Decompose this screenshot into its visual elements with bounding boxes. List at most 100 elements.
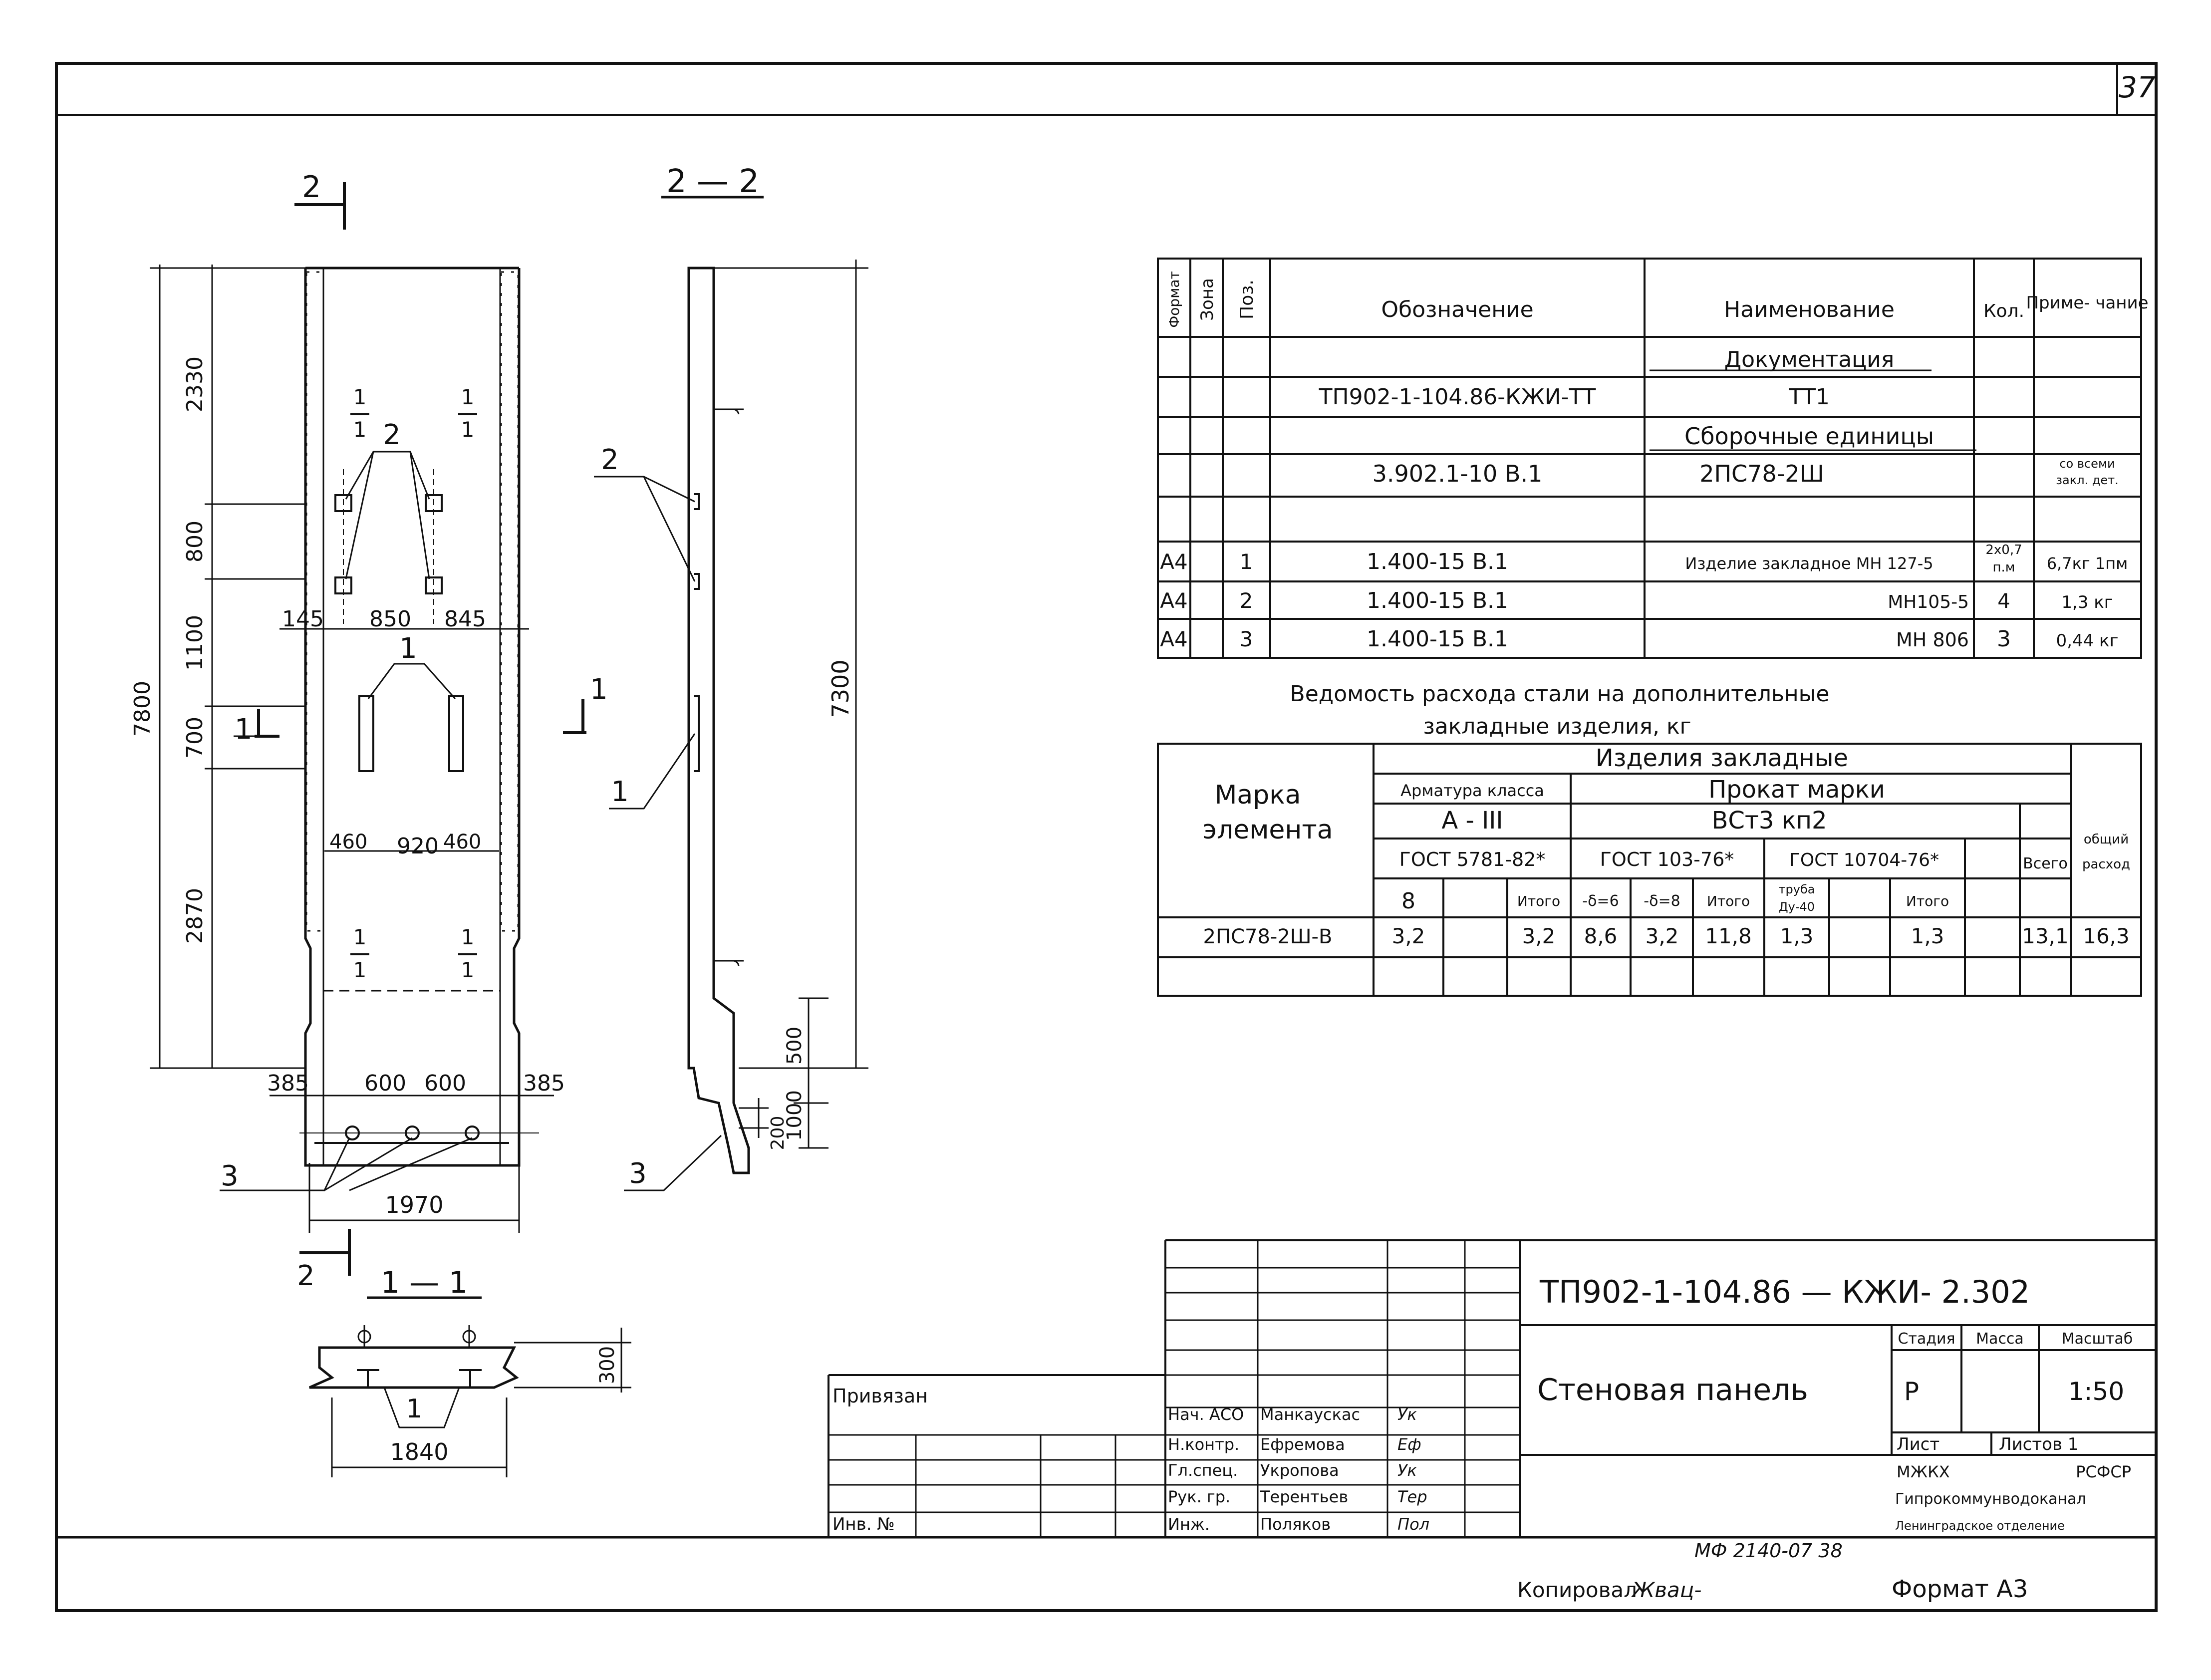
staff-name: Укропова — [1260, 1461, 1339, 1480]
embedded-items-pos2 — [334, 469, 443, 624]
header-gost: ГОСТ 10704-76* — [1789, 850, 1939, 870]
staff-signature: Ук — [1397, 1405, 1417, 1424]
section-mark-label: 1 — [353, 925, 367, 949]
position-label: 1 — [399, 632, 417, 665]
sheet-footer: МФ 2140-07 38 Копировал Жвац- Формат А3 — [1517, 1540, 2028, 1603]
dimension-label: 460 — [443, 831, 481, 853]
mass-header: Масса — [1976, 1330, 2024, 1348]
header-general: расход — [2082, 857, 2130, 872]
staff-signature: Пол — [1397, 1515, 1429, 1534]
section-cut-marker-bottom — [299, 1229, 351, 1276]
cell-designation: 1.400-15 В.1 — [1367, 626, 1508, 652]
header-col: Итого — [1707, 893, 1750, 909]
header-designation: Обозначение — [1381, 297, 1533, 322]
cell-designation: 1.400-15 В.1 — [1367, 588, 1508, 613]
section-marks-1-1 — [350, 413, 477, 955]
dimension-label: 1970 — [385, 1191, 443, 1218]
cell-value: 13,1 — [2022, 924, 2069, 948]
cell-mark: 2ПС78-2Ш-В — [1203, 925, 1333, 948]
cell-format: А4 — [1160, 627, 1187, 651]
steel-consumption-table: Ведомость расхода стали на дополнительны… — [1157, 681, 2142, 997]
dimension-label: 1100 — [182, 615, 208, 671]
cell-value: 16,3 — [2083, 924, 2130, 948]
position-label: 2 — [601, 444, 619, 476]
header-note: Приме- чание — [2026, 293, 2148, 313]
ribbed-edge-right — [500, 271, 519, 932]
dimension-label: 7800 — [130, 681, 155, 737]
header-format: Формат — [1166, 271, 1182, 328]
staff-role: Рук. гр. — [1168, 1487, 1230, 1506]
cell-name: МН105-5 — [1888, 592, 1969, 612]
cell-qty: п.м — [1993, 560, 2015, 575]
dimension-label: 500 — [783, 1027, 806, 1065]
header-col: Ду-40 — [1779, 900, 1815, 914]
cell-value: 11,8 — [1705, 924, 1752, 948]
staff-role: Нач. АСО — [1168, 1405, 1244, 1424]
header-gost: ГОСТ 5781-82* — [1399, 848, 1546, 870]
org-ministry: МЖКХ — [1897, 1462, 1950, 1481]
cell-pos: 2 — [1240, 588, 1253, 613]
section-mark-label: 1 — [461, 958, 475, 982]
title-block: ТП902-1-104.86 — КЖИ- 2.302 Стеновая пан… — [828, 1239, 2156, 1537]
section-cut-label: 1 — [235, 713, 253, 746]
sheet-number: 37 — [2119, 70, 2156, 104]
section-cut-label: 1 — [590, 673, 608, 706]
section-mark-label: 1 — [461, 385, 475, 409]
header-general: общий — [2084, 832, 2129, 847]
position-label: 3 — [221, 1160, 239, 1192]
header-col: 8 — [1401, 888, 1415, 914]
dimension-label: 600 — [424, 1071, 466, 1096]
header-total: Всего — [2023, 855, 2068, 872]
staff-role: Гл.спец. — [1168, 1461, 1238, 1480]
position-label: 2 — [383, 419, 401, 451]
cell-name: Изделие закладное МН 127-5 — [1685, 554, 1933, 573]
cell-pos: 1 — [1240, 550, 1253, 574]
cell-pos: 3 — [1240, 627, 1253, 651]
stage-header: Стадия — [1898, 1330, 1955, 1348]
org-branch: Ленинградское отделение — [1895, 1519, 2065, 1533]
sheets-header: Листов 1 — [1999, 1434, 2078, 1454]
dimension-label: 385 — [267, 1071, 309, 1096]
header-pos: Поз. — [1237, 280, 1257, 319]
cell-note: со всеми — [2059, 457, 2115, 471]
front-view: 1 1 1 1 1 1 1 1 2 2 1 1 2 1 3 7800 2330 … — [130, 170, 608, 1292]
drawing-title: Стеновая панель — [1537, 1373, 1808, 1407]
section-cut-marker-right — [563, 699, 586, 734]
staff-role: Н.контр. — [1168, 1435, 1239, 1454]
dimension-label: 200 — [768, 1116, 788, 1150]
embedded-items-pos1 — [358, 695, 464, 772]
staff-name: Терентьев — [1260, 1487, 1348, 1506]
section-mark-label: 1 — [353, 385, 367, 409]
header-mark: элемента — [1202, 815, 1333, 845]
header-group: Изделия закладные — [1596, 744, 1848, 772]
horizontal-dimensions — [270, 628, 554, 1233]
section-cut-marker-left — [255, 709, 279, 738]
cell-value: 3,2 — [1646, 924, 1679, 948]
leader-lines — [594, 260, 868, 1191]
cell-value: 1,3 — [1911, 924, 1944, 948]
inventory-label: Инв. № — [832, 1514, 895, 1534]
cell-format: А4 — [1160, 588, 1187, 613]
position-label: 3 — [629, 1157, 647, 1190]
header-qty: Кол. — [1983, 301, 2024, 321]
cell-name: МН 806 — [1896, 629, 1969, 651]
dimension-label: 385 — [523, 1071, 565, 1096]
staff-name: Манкаускас — [1260, 1405, 1360, 1424]
cell-note: 6,7кг 1пм — [2047, 554, 2128, 573]
format-label: Формат А3 — [1892, 1575, 2028, 1603]
dimension-label: 700 — [182, 717, 208, 759]
dimension-label: 845 — [444, 606, 486, 632]
header-steel-grade: ВСт3 кп2 — [1711, 807, 1827, 835]
staff-signature: Тер — [1397, 1487, 1427, 1506]
position-label: 1 — [406, 1394, 422, 1424]
section-2-2-view: 2 — 2 2 1 3 7300 500 1000 200 — [594, 163, 868, 1191]
dimension-label: 460 — [329, 831, 367, 853]
section-cut-label: 2 — [297, 1260, 315, 1292]
dimension-label: 2330 — [182, 356, 208, 412]
header-rebar: Арматура класса — [1400, 781, 1544, 800]
specification-table: Формат Зона Поз. Обозначение Наименовани… — [1157, 258, 2149, 659]
section-mark-label: 1 — [461, 417, 475, 442]
header-zone: Зона — [1197, 278, 1217, 321]
